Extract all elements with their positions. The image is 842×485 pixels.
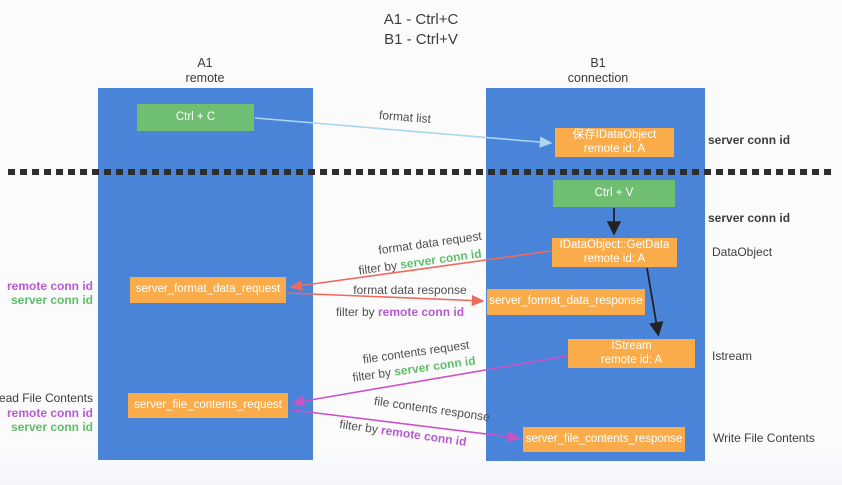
ctrl-v-label: Ctrl + V	[594, 186, 634, 199]
getdata-title: IDataObject::GetData	[559, 239, 670, 251]
node-istream: IStream remote id: A	[568, 339, 695, 368]
node-server-format-data-response: server_format_data_response	[487, 289, 645, 315]
format-data-response-label: format data response	[353, 283, 467, 297]
lane-header-b1: B1 connection	[538, 56, 658, 86]
title-line-2: B1 - Ctrl+V	[384, 31, 458, 48]
left-read-file-contents-label: Read File Contents	[0, 391, 93, 405]
file-contents-response-label: file contents response	[373, 393, 491, 425]
server-format-data-response-label: server_format_data_response	[489, 295, 643, 308]
istream-title: IStream	[611, 340, 652, 352]
right-istream-label: Istream	[712, 349, 753, 363]
left-server-conn-id-2: server conn id	[10, 420, 93, 434]
right-dataobject-label: DataObject	[712, 245, 773, 259]
right-server-conn-id-1: server conn id	[708, 133, 791, 147]
filter-by-text-2: filter by	[335, 305, 375, 319]
format-data-response-filter-label: filter by remote conn id	[336, 305, 464, 319]
lane-b1-name: B1	[590, 56, 606, 70]
lane-header-a1: A1 remote	[145, 56, 265, 86]
right-server-conn-id-2: server conn id	[708, 211, 791, 225]
filter-by-text-1: filter by	[357, 258, 398, 278]
server-file-contents-response-label: server_file_contents_response	[525, 432, 683, 445]
title-line-1: A1 - Ctrl+C	[383, 11, 459, 28]
node-save-idataobject: 保存IDataObject remote id: A	[555, 128, 674, 157]
save-idataobject-title: 保存IDataObject	[572, 129, 657, 141]
node-server-file-contents-response: server_file_contents_response	[523, 427, 685, 452]
right-write-file-contents-label: Write File Contents	[713, 431, 815, 445]
remote-conn-id-filter-1: remote conn id	[378, 305, 465, 319]
lane-a1-name: A1	[197, 56, 213, 70]
machine-boundary-dotted-line	[8, 169, 836, 175]
format-list-label: format list	[378, 107, 432, 127]
ctrl-c-label: Ctrl + C	[175, 110, 216, 123]
node-server-file-contents-request: server_file_contents_request	[128, 393, 288, 418]
node-ctrl-c: Ctrl + C	[137, 104, 254, 131]
node-ctrl-v: Ctrl + V	[553, 180, 675, 207]
lane-b1-role: connection	[567, 71, 629, 85]
istream-remote-id: remote id: A	[600, 353, 663, 366]
server-format-data-request-label: server_format_data_request	[135, 283, 281, 296]
node-server-format-data-request: server_format_data_request	[130, 277, 286, 303]
save-idataobject-remote-id: remote id: A	[583, 142, 646, 155]
filter-by-text-4: filter by	[338, 417, 379, 437]
remote-conn-id-filter-2: remote conn id	[380, 423, 468, 449]
left-server-conn-id-1: server conn id	[10, 293, 93, 307]
lane-a1-role: remote	[185, 71, 225, 85]
diagram-title: A1 - Ctrl+C B1 - Ctrl+V	[0, 10, 842, 50]
file-contents-response-filter-label: filter by remote conn id	[339, 417, 468, 449]
server-file-contents-request-label: server_file_contents_request	[134, 398, 282, 411]
left-remote-conn-id-2: remote conn id	[6, 406, 93, 420]
getdata-remote-id: remote id: A	[583, 252, 646, 265]
left-remote-conn-id-1: remote conn id	[6, 279, 93, 293]
node-idataobject-getdata: IDataObject::GetData remote id: A	[552, 238, 677, 267]
filter-by-text-3: filter by	[351, 365, 392, 385]
